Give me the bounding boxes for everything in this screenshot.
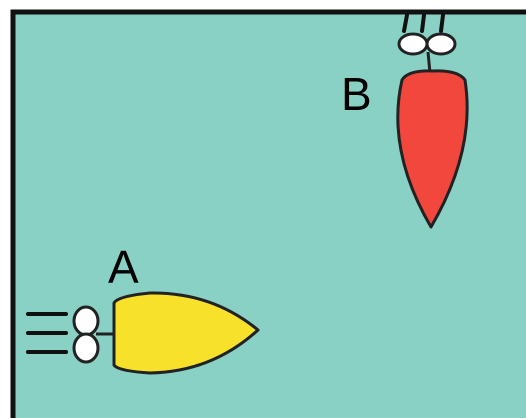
boat-a-hull bbox=[112, 291, 260, 375]
boat-b-hull bbox=[396, 69, 469, 229]
propeller-icon bbox=[72, 305, 100, 364]
boat-a-label: A bbox=[108, 241, 139, 293]
wake-lines-icon bbox=[402, 13, 445, 33]
propeller-icon bbox=[397, 32, 457, 56]
wake-lines-icon bbox=[26, 312, 68, 354]
boat-b: B bbox=[341, 13, 469, 229]
boat-b-label: B bbox=[341, 68, 372, 120]
boat-a: A bbox=[26, 241, 260, 375]
